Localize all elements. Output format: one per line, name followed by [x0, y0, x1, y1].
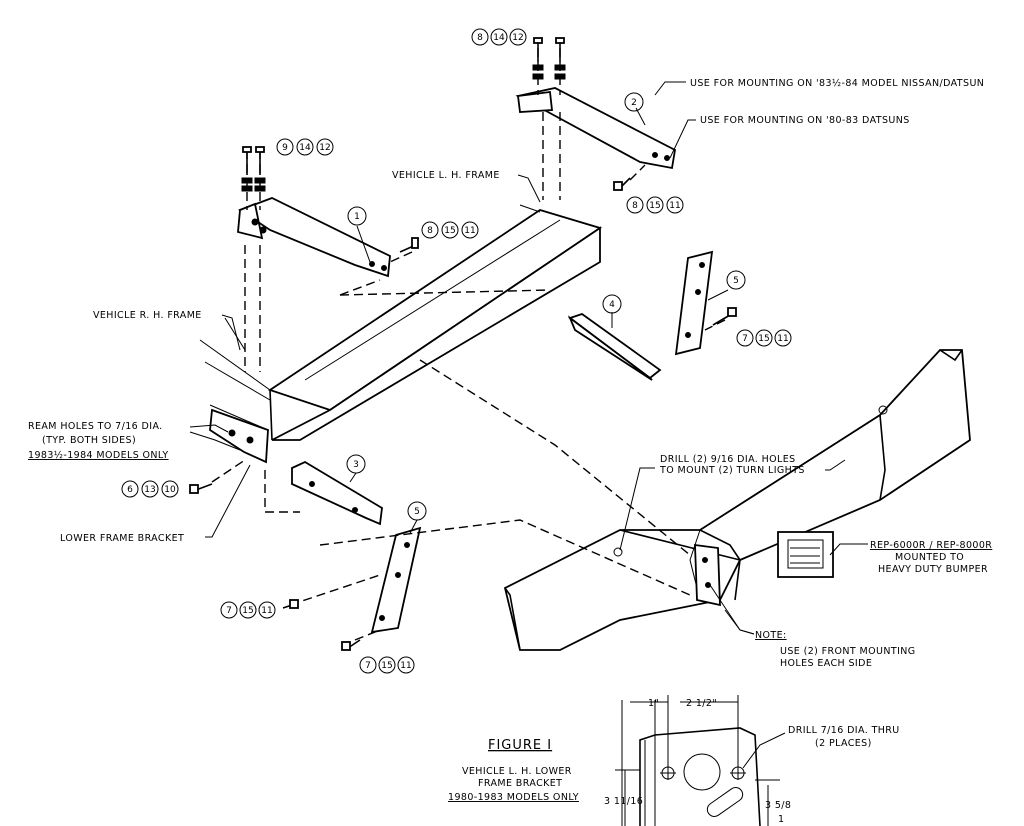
- part-number-1: 1: [347, 206, 367, 226]
- part-number-4: 4: [602, 294, 622, 314]
- svg-text:5: 5: [733, 276, 739, 286]
- lower-frame-bracket: [209, 408, 269, 464]
- svg-text:15: 15: [758, 334, 769, 344]
- svg-text:11: 11: [464, 226, 475, 236]
- svg-text:10: 10: [164, 485, 176, 495]
- bolt-bracket2: [613, 177, 631, 191]
- label-fig-2: FRAME BRACKET: [478, 778, 562, 789]
- bracket-1: [237, 197, 391, 278]
- label-dim-1: 1": [648, 698, 659, 709]
- label-use-1983: USE FOR MOUNTING ON '83½-84 MODEL NISSAN…: [690, 78, 984, 89]
- bolt-bracket5-lower-bottom: [341, 639, 361, 651]
- winch: [777, 531, 834, 578]
- bolt-bracket5-upper: [712, 307, 737, 326]
- callout-lower-frame-bolt: 6 13 10: [121, 480, 179, 498]
- svg-text:12: 12: [512, 33, 523, 43]
- label-ream-1: REAM HOLES TO 7/16 DIA.: [28, 421, 163, 432]
- part-number-2: 2: [624, 92, 644, 112]
- bolt-bracket5-lower-left: [282, 599, 299, 609]
- callout-bracket5-lower-bottom: 7 15 11: [359, 656, 415, 674]
- label-ream-3: 1983½-1984 MODELS ONLY: [28, 450, 169, 461]
- bolt-top-center-b: [554, 37, 566, 80]
- svg-text:14: 14: [299, 143, 311, 153]
- bracket-3: [291, 460, 383, 526]
- label-dim-3-5-8: 3 5/8: [765, 800, 791, 811]
- bolt-lower-frame: [189, 483, 213, 494]
- label-note-2: HOLES EACH SIDE: [780, 658, 872, 669]
- svg-text:3: 3: [353, 460, 359, 470]
- bolts: [189, 37, 737, 651]
- bolt-top-left-b: [254, 146, 266, 192]
- callout-bracket5-upper-bolt: 7 15 11: [736, 329, 792, 347]
- svg-text:6: 6: [127, 485, 133, 495]
- callout-left-bolts: 9 14 12: [276, 138, 334, 156]
- svg-text:8: 8: [632, 201, 638, 211]
- label-note-title: NOTE:: [755, 630, 787, 641]
- bumper: [503, 349, 971, 651]
- bracket-4: [567, 313, 662, 381]
- svg-text:11: 11: [669, 201, 680, 211]
- svg-text:7: 7: [742, 334, 748, 344]
- bolt-top-center-a: [532, 37, 544, 80]
- bracket-5-upper: [674, 250, 714, 356]
- label-drill-2: TO MOUNT (2) TURN LIGHTS: [659, 465, 805, 476]
- svg-text:11: 11: [400, 661, 411, 671]
- svg-text:15: 15: [649, 201, 660, 211]
- figure-1-detail: [615, 695, 786, 826]
- svg-text:8: 8: [477, 33, 483, 43]
- label-dim-1-bottom: 1: [778, 814, 784, 825]
- label-rep-2: MOUNTED TO: [895, 552, 964, 563]
- label-lower-frame-bracket: LOWER FRAME BRACKET: [60, 533, 184, 544]
- label-rep-1: REP-6000R / REP-8000R: [870, 540, 992, 551]
- bolt-bracket1: [399, 237, 419, 253]
- bracket-2: [515, 87, 676, 170]
- svg-text:11: 11: [777, 334, 788, 344]
- label-use-80-83: USE FOR MOUNTING ON '80-83 DATSUNS: [700, 115, 910, 126]
- label-fig-1: VEHICLE L. H. LOWER: [462, 766, 572, 777]
- callout-bracket1-bolt: 8 15 11: [421, 221, 479, 239]
- label-dim-3-11-16: 3 11/16: [604, 796, 643, 807]
- svg-text:15: 15: [242, 606, 253, 616]
- label-note-1: USE (2) FRONT MOUNTING: [780, 646, 916, 657]
- label-dim-2-half: 2 1/2": [686, 698, 717, 709]
- svg-text:2: 2: [631, 98, 637, 108]
- svg-text:4: 4: [609, 300, 615, 310]
- leader-lines: [189, 81, 868, 635]
- frame-rail: [267, 204, 603, 441]
- label-rep-3: HEAVY DUTY BUMPER: [878, 564, 988, 575]
- svg-text:7: 7: [365, 661, 371, 671]
- label-drill-thru-2: (2 PLACES): [815, 738, 872, 749]
- part-number-5-upper: 5: [726, 270, 746, 290]
- svg-text:7: 7: [226, 606, 232, 616]
- label-vehicle-lh-frame: VEHICLE L. H. FRAME: [392, 170, 500, 181]
- svg-text:13: 13: [144, 485, 155, 495]
- svg-text:12: 12: [319, 143, 330, 153]
- svg-text:11: 11: [261, 606, 272, 616]
- svg-text:1: 1: [354, 212, 360, 222]
- label-drill-thru-1: DRILL 7/16 DIA. THRU: [788, 725, 900, 736]
- svg-text:5: 5: [414, 507, 420, 517]
- label-fig-3: 1980-1983 MODELS ONLY: [448, 792, 579, 803]
- part-number-3: 3: [346, 454, 366, 474]
- svg-text:8: 8: [427, 226, 433, 236]
- svg-text:9: 9: [282, 143, 288, 153]
- figure-title: FIGURE I: [488, 738, 552, 753]
- part-number-5-lower: 5: [407, 501, 427, 521]
- svg-text:14: 14: [493, 33, 505, 43]
- svg-text:15: 15: [381, 661, 392, 671]
- label-drill-1: DRILL (2) 9/16 DIA. HOLES: [660, 454, 796, 465]
- callout-bracket5-lower-left: 7 15 11: [220, 601, 276, 619]
- svg-text:15: 15: [444, 226, 455, 236]
- bolt-top-left-a: [241, 146, 253, 192]
- label-ream-2: (TYP. BOTH SIDES): [42, 435, 136, 446]
- label-vehicle-rh-frame: VEHICLE R. H. FRAME: [93, 310, 202, 321]
- callout-top-center: 8 14 12: [471, 28, 527, 46]
- bracket-5-lower: [370, 526, 422, 634]
- callout-bracket2-bolt: 8 15 11: [626, 196, 684, 214]
